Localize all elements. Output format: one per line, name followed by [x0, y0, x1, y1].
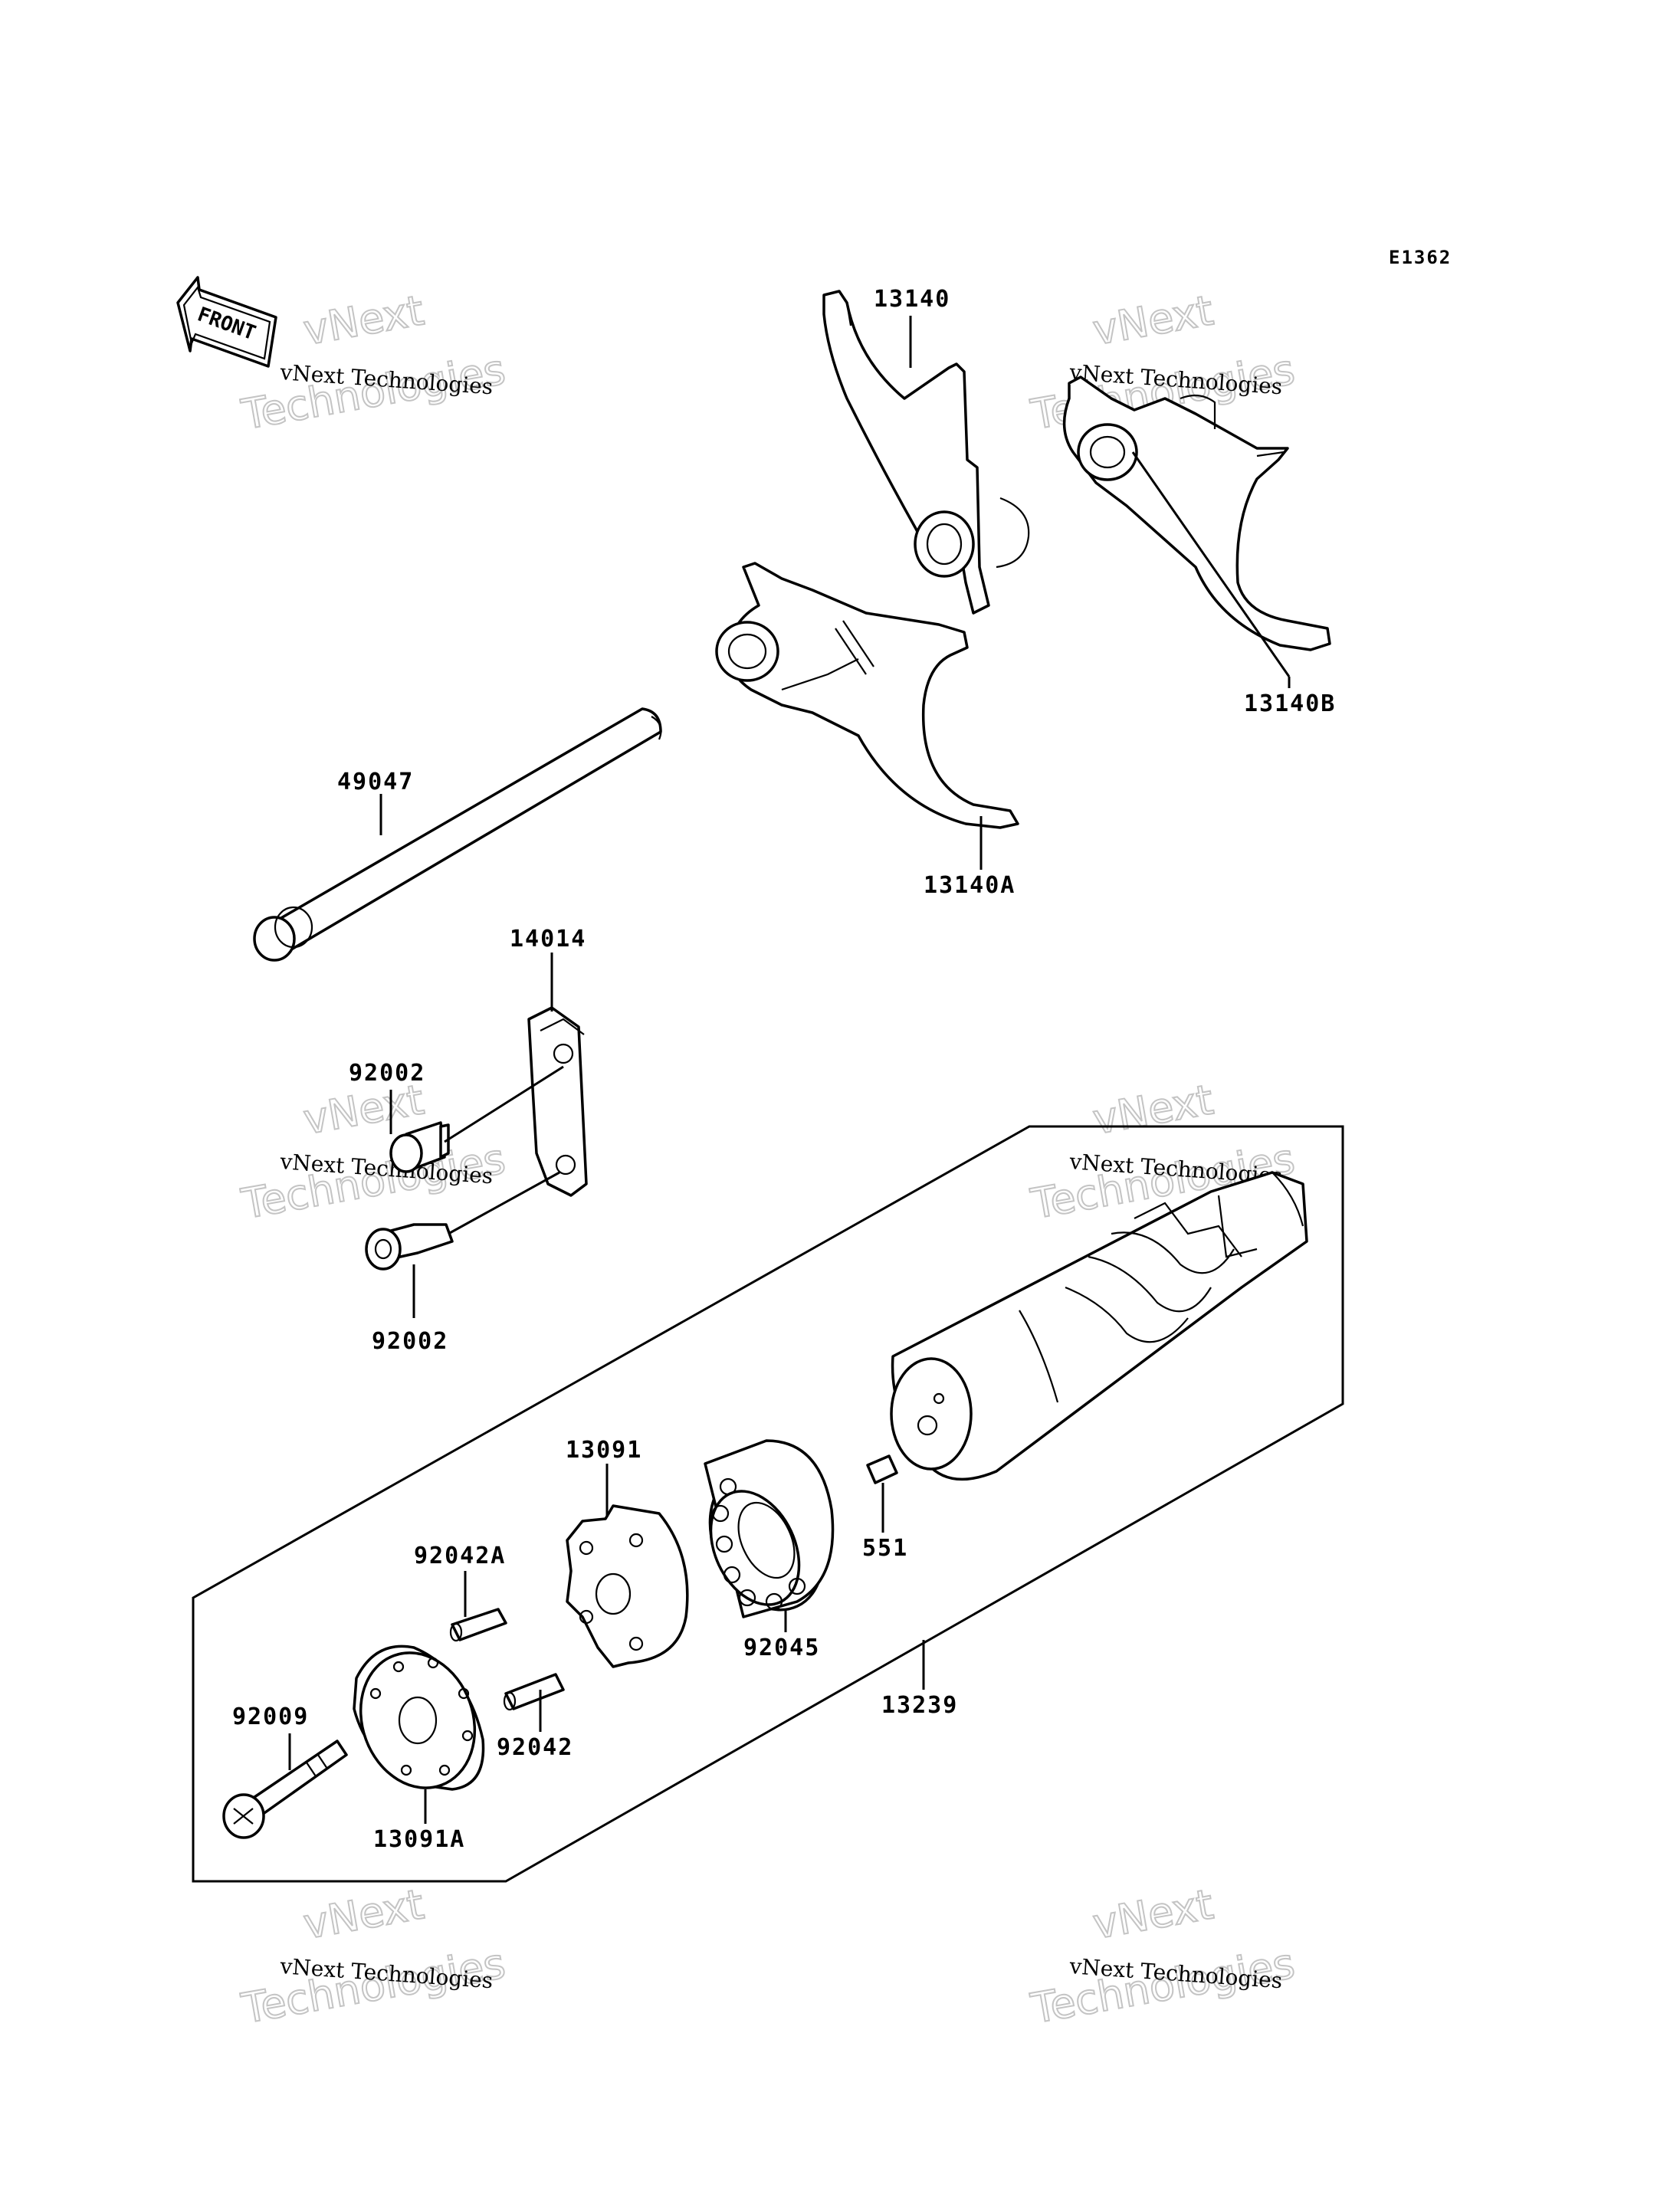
- watermark-bottom-right: vNext Technologies vNext Technologies: [1026, 1879, 1299, 2034]
- watermark-big-line1: vNext: [300, 286, 427, 354]
- label-92009: 92009: [232, 1703, 309, 1730]
- watermark-big-line1: vNext: [1089, 286, 1216, 354]
- label-13091A: 13091A: [373, 1826, 465, 1853]
- dowel-pin-92042: [503, 1673, 565, 1711]
- cam-13091: [566, 1504, 689, 1668]
- screw-92009: [222, 1740, 348, 1839]
- plate-13091A: [353, 1644, 485, 1791]
- label-551: 551: [862, 1535, 908, 1562]
- label-14014: 14014: [510, 926, 586, 953]
- shift-fork-13140B: [1062, 375, 1331, 651]
- bolt-92002-bottom: [365, 1223, 454, 1271]
- label-92002-top: 92002: [349, 1060, 425, 1087]
- label-92002-bottom: 92002: [372, 1328, 448, 1355]
- shift-drum: [890, 1171, 1308, 1481]
- label-92042A: 92042A: [414, 1543, 506, 1569]
- label-92045: 92045: [743, 1635, 820, 1661]
- diagram-code: E1362: [1389, 247, 1452, 268]
- bolt-92002-top: [389, 1121, 450, 1173]
- shift-rod-49047: [253, 707, 662, 962]
- label-13140: 13140: [874, 286, 950, 313]
- shift-fork-13140: [822, 290, 1030, 615]
- watermark-mid-left: vNext Technologies vNext Technologies: [237, 1074, 510, 1229]
- label-13239: 13239: [881, 1692, 958, 1719]
- label-92042: 92042: [497, 1734, 573, 1761]
- watermark-big-line1: vNext: [1089, 1880, 1216, 1948]
- assembly-frame-13239: [192, 1125, 1344, 1883]
- watermark-bottom-left: vNext Technologies vNext Technologies: [237, 1879, 510, 2034]
- plate-14014: [527, 1006, 588, 1197]
- front-arrow-icon: FRONT: [176, 276, 277, 368]
- label-13140B: 13140B: [1244, 690, 1336, 717]
- watermark-big-line1: vNext: [300, 1880, 427, 1948]
- watermark-top-left: vNext Technologies vNext Technologies: [237, 285, 510, 440]
- label-13091: 13091: [566, 1437, 642, 1464]
- shift-fork-13140A: [715, 562, 1019, 829]
- dowel-pin-92042A: [449, 1608, 507, 1642]
- leader-lines: [288, 316, 1291, 1824]
- watermark-big-line1: vNext: [1089, 1075, 1216, 1143]
- label-49047: 49047: [337, 769, 414, 795]
- label-13140A: 13140A: [924, 872, 1016, 899]
- bearing-92045: [704, 1439, 835, 1618]
- pin-551: [866, 1454, 898, 1484]
